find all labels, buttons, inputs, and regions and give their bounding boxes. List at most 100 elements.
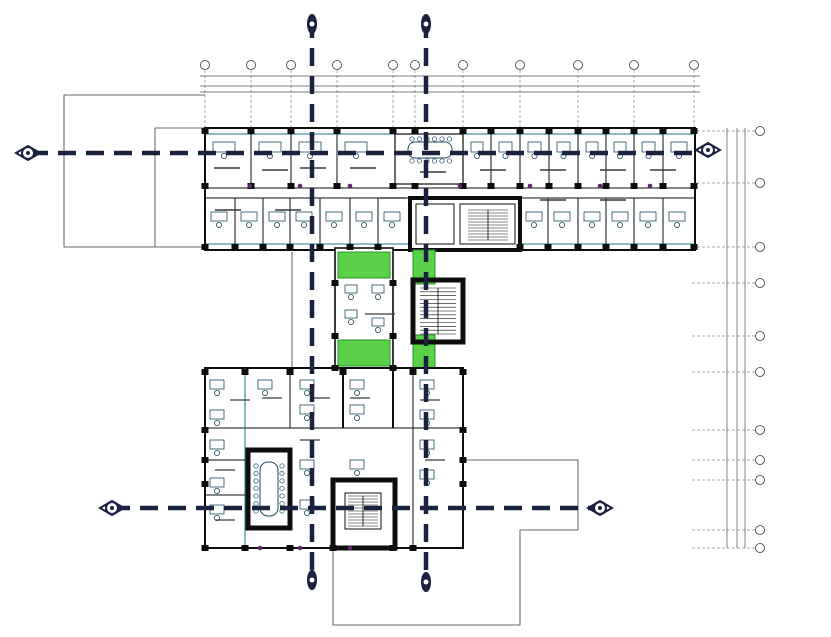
column-icon: [297, 545, 303, 551]
column-icon: [574, 183, 582, 189]
grid-bubble-icon: [689, 60, 699, 70]
column-icon: [411, 128, 419, 134]
section-arrow-icon: [14, 144, 42, 162]
grid-bubble-icon: [200, 60, 210, 70]
chair-icon: [213, 449, 220, 456]
desk-icon: [371, 284, 385, 294]
stair-icon: [348, 495, 378, 527]
planter-icon: [337, 251, 391, 279]
grid-bubble-icon: [755, 455, 765, 465]
column-icon: [241, 369, 249, 375]
desk-icon: [344, 284, 358, 294]
desk-icon: [611, 211, 629, 222]
column-icon: [459, 481, 467, 487]
chair-icon: [300, 221, 307, 228]
column-icon: [374, 244, 382, 250]
grid-bubble-icon: [286, 60, 296, 70]
column-icon: [630, 128, 638, 134]
column-icon: [647, 183, 653, 189]
lobby-furniture: [344, 284, 395, 333]
column-icon: [545, 128, 553, 134]
column-icon: [409, 369, 417, 375]
desk-icon: [212, 141, 236, 153]
desk-icon: [240, 211, 258, 222]
desk-icon: [209, 409, 225, 420]
desk-icon: [583, 211, 601, 222]
column-icon: [459, 183, 467, 189]
chair-icon: [213, 487, 220, 494]
column-icon: [241, 545, 249, 551]
grid-bubble-icon: [755, 425, 765, 435]
chair-icon: [353, 389, 360, 396]
chair-icon: [347, 293, 354, 300]
column-icon: [331, 280, 339, 286]
chair-icon: [220, 152, 227, 159]
chair-icon: [215, 221, 222, 228]
column-icon: [409, 545, 417, 551]
desk-icon: [668, 211, 686, 222]
column-icon: [457, 183, 463, 189]
grid-bubble-icon: [410, 60, 420, 70]
column-icon: [201, 481, 209, 487]
column-icon: [487, 183, 495, 189]
column-icon: [389, 545, 397, 551]
chair-icon: [213, 389, 220, 396]
chair-icon: [273, 221, 280, 228]
column-icon: [459, 427, 467, 433]
column-icon: [690, 128, 698, 134]
column-icon: [516, 244, 524, 250]
section-arrow-icon: [98, 499, 126, 517]
column-icon: [459, 457, 467, 463]
conference-room-bottom: [245, 447, 293, 531]
column-icon: [347, 545, 353, 551]
site-outline: [63, 94, 579, 626]
desk-icon: [639, 211, 657, 222]
structural-columns: [201, 128, 698, 551]
grid-bubble-icon: [755, 242, 765, 252]
chair-icon: [473, 152, 480, 159]
column-icon: [347, 183, 353, 189]
section-arrow-icon: [110, 506, 114, 510]
core-top: [408, 196, 522, 252]
section-arrow-icon: [423, 579, 429, 585]
chair-icon: [303, 389, 310, 396]
top-wing: [204, 127, 696, 251]
column-icon: [259, 244, 267, 250]
desk-icon: [349, 459, 365, 470]
column-icon: [286, 244, 294, 250]
grid-bubble-icon: [332, 60, 342, 70]
desk-icon: [257, 379, 273, 390]
desk-icon: [470, 141, 484, 153]
right-dimension-lines: [726, 128, 746, 548]
column-icon: [329, 545, 337, 551]
section-arrow-icon: [586, 499, 614, 517]
conference-table-icon: [407, 141, 453, 159]
column-icon: [286, 369, 294, 375]
column-icon: [201, 545, 209, 551]
grid-bubble-icon: [755, 367, 765, 377]
chair-icon: [645, 221, 652, 228]
column-icon: [201, 457, 209, 463]
column-icon: [389, 183, 397, 189]
column-icon: [201, 183, 209, 189]
section-arrow-icon: [706, 148, 710, 152]
grid-bubble-icon: [755, 331, 765, 341]
chair-icon: [213, 515, 220, 522]
desk-icon: [553, 211, 571, 222]
grid-bubble-icon: [246, 60, 256, 70]
desk-icon: [525, 211, 543, 222]
chair-icon: [388, 221, 395, 228]
column-icon: [316, 244, 324, 250]
chair-icon: [674, 221, 681, 228]
column-icon: [602, 183, 610, 189]
column-icon: [516, 183, 524, 189]
section-markers: [14, 14, 722, 592]
chair-icon: [330, 221, 337, 228]
grid-bubble-icon: [515, 60, 525, 70]
column-icon: [247, 183, 253, 189]
desk-icon: [299, 459, 315, 470]
section-arrow-icon: [423, 21, 429, 27]
grid-bubble-icon: [755, 278, 765, 288]
column-icon: [659, 183, 667, 189]
chair-icon: [261, 389, 268, 396]
